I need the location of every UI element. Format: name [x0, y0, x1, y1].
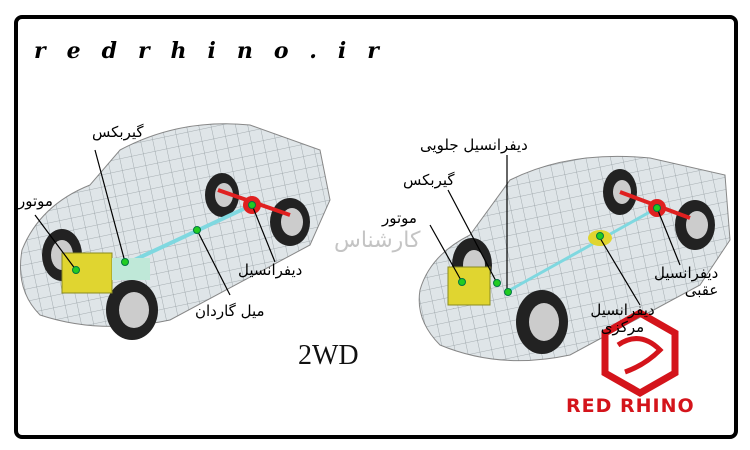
label-gearbox-4wd: گیربکس	[403, 171, 455, 189]
red-rhino-logo	[601, 308, 679, 398]
label-gearbox-2wd: گیربکس	[92, 123, 144, 141]
driveshaft	[129, 203, 253, 264]
label-rear-differential-line2: عقبی	[684, 280, 719, 299]
gearbox	[112, 258, 150, 280]
car-4wd	[418, 155, 731, 362]
label-engine-2wd: موتور	[18, 192, 53, 210]
logo-text: RED RHINO	[566, 395, 695, 417]
label-center-differential: دیفرانسیل مرکزی	[590, 301, 655, 336]
caption-2wd: 2WD	[298, 340, 359, 371]
car-2wd	[19, 123, 331, 340]
label-driveshaft-2wd: میل گاردان	[195, 302, 265, 320]
label-front-differential: دیفرانسیل جلویی	[420, 136, 528, 154]
watermark: کارشناس	[334, 228, 421, 253]
engine	[61, 252, 113, 294]
label-engine-4wd: موتور	[382, 209, 417, 227]
site-title: redrhino.ir	[34, 38, 400, 64]
label-rear-differential-line1: دیفرانسیل	[654, 264, 719, 282]
label-differential-2wd: دیفرانسیل	[238, 261, 303, 279]
